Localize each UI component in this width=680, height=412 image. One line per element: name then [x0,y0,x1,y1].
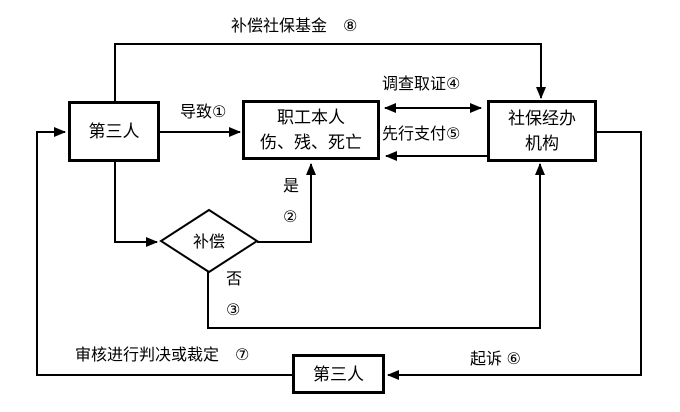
node-third-party-top: 第三人 [68,101,160,162]
edge-label-advance-payment: 先行支付⑤ [382,126,461,143]
edge-label-no: 否 [226,271,243,288]
node-employee-label-line1: 职工本人 [277,108,345,127]
edge-label-cause: 导致① [180,104,227,121]
edge-label-step3: ③ [226,302,241,319]
node-third-party-bottom-label: 第三人 [313,364,364,384]
node-third-party-top-label: 第三人 [88,122,140,141]
flow-arrow-2-yes [257,163,316,243]
edge-label-sue: 起诉 ⑥ [470,351,521,368]
edge-label-compensate-fund: 补偿社保基金 ⑧ [231,18,358,35]
node-agency-label-line2: 机构 [525,134,559,153]
flow-arrow-8-compensate-fund [114,43,546,102]
node-agency-label-line1: 社保经办 [508,109,576,128]
flow-arrow-3-no [207,163,545,329]
decision-diamond-label: 补偿 [192,234,225,251]
edge-label-yes: 是 [283,178,300,195]
edge-label-investigate: 调查取证④ [382,76,461,93]
edge-label-review: 审核进行判决或裁定 ⑦ [75,347,250,364]
node-employee-label-line2: 伤、残、死亡 [260,133,362,152]
flow-arrow-7-review [36,127,293,376]
flow-arrow-6-sue [387,131,642,380]
flow-arrow-to-decision [114,162,158,247]
edge-label-step2: ② [283,209,298,226]
node-third-party-bottom: 第三人 [292,354,385,394]
node-employee: 职工本人 伤、残、死亡 [242,100,380,160]
decision-diamond [159,208,259,274]
node-agency: 社保经办 机构 [487,100,597,162]
